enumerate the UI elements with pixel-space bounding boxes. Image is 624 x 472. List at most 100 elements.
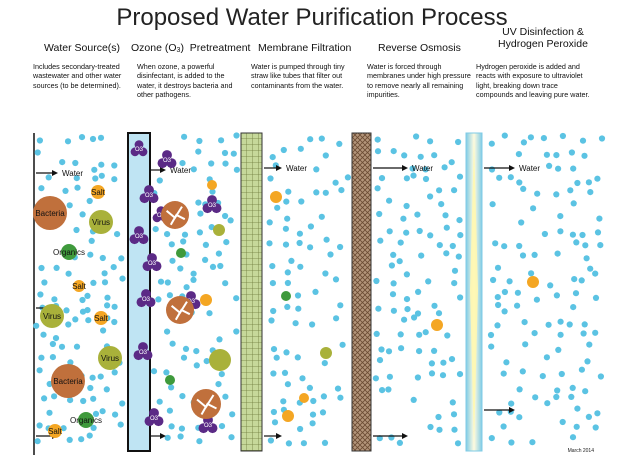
water-dot <box>501 288 508 296</box>
water-dot <box>555 346 562 353</box>
water-dot <box>487 331 495 339</box>
water-dot <box>285 440 292 447</box>
water-dot <box>544 400 551 407</box>
water-dot <box>203 358 210 365</box>
ozone-atom <box>138 234 149 245</box>
water-dot <box>416 331 423 338</box>
water-dot <box>581 152 588 159</box>
water-dot <box>422 329 429 336</box>
destroyed-bacteria <box>191 389 221 419</box>
water-dot <box>427 232 434 239</box>
salt-particle <box>431 319 443 331</box>
ozone-molecule: O3 <box>202 195 222 214</box>
water-dot <box>519 252 527 259</box>
water-dot <box>337 394 344 401</box>
water-dot <box>168 384 175 391</box>
water-dot <box>196 137 203 145</box>
water-dot <box>388 434 395 441</box>
ozone-atom <box>141 289 151 299</box>
page-title: Proposed Water Purification Process <box>116 4 508 31</box>
water-dot <box>403 229 410 236</box>
water-dot <box>570 304 577 311</box>
water-dot <box>209 263 217 270</box>
water-dot <box>388 262 395 269</box>
water-dot <box>578 366 586 373</box>
water-dot <box>527 134 535 141</box>
water-dot <box>229 411 236 418</box>
water-dot <box>553 191 560 198</box>
water-dot <box>568 149 576 156</box>
reverse-osmosis-membrane <box>351 132 372 452</box>
water-dot <box>156 177 163 184</box>
water-dot <box>443 224 450 231</box>
ozone-label: O3 <box>139 350 148 356</box>
water-dot <box>414 374 421 381</box>
water-dot <box>396 439 403 446</box>
water-dot <box>397 331 404 338</box>
water-dot <box>454 440 462 447</box>
crack-line <box>196 394 217 415</box>
water-dot <box>89 135 97 143</box>
water-dot <box>337 243 344 251</box>
water-dot <box>580 330 587 337</box>
water-molecules <box>33 132 606 447</box>
water-dot <box>396 258 403 265</box>
virus <box>98 346 122 370</box>
water-dot <box>592 329 599 336</box>
water-dot <box>60 425 67 432</box>
water-dot <box>586 341 593 348</box>
water-dot <box>431 347 438 354</box>
water-dot <box>322 189 329 196</box>
water-dot <box>334 385 342 392</box>
water-dot <box>34 438 41 445</box>
water-dot <box>92 175 99 182</box>
water-dot <box>267 437 274 444</box>
water-dot <box>292 320 299 327</box>
water-dot <box>415 288 422 295</box>
water-dot <box>322 270 329 277</box>
water-dot <box>376 435 383 442</box>
salt-particle <box>299 393 309 403</box>
desc-uv: Hydrogen peroxide is added and reacts wi… <box>476 62 590 99</box>
water-dot <box>333 315 340 322</box>
water-dot <box>592 294 600 301</box>
bacteria-label: Bacteria <box>35 209 65 218</box>
water-dot <box>155 296 162 303</box>
water-dot <box>51 296 58 303</box>
water-dot <box>501 132 508 139</box>
water-dot <box>112 411 119 418</box>
ozone-label: O3 <box>135 147 144 153</box>
water-dot <box>376 357 384 364</box>
water-dot <box>179 393 186 400</box>
water-dot <box>403 175 410 182</box>
water-dot <box>574 179 581 187</box>
water-dot <box>516 242 523 250</box>
water-dot <box>228 434 235 441</box>
water-dot <box>515 151 523 158</box>
ozone-atom <box>151 261 162 272</box>
water-dot <box>267 175 274 182</box>
water-dot <box>306 384 313 391</box>
water-dot <box>488 166 496 173</box>
water-dot <box>409 165 416 172</box>
virus <box>40 304 64 328</box>
water-dot <box>585 413 593 420</box>
water-dot <box>431 152 438 159</box>
ozone-molecule: O3 <box>198 415 218 434</box>
water-dot <box>221 149 229 157</box>
water-dot <box>385 348 393 355</box>
water-dot <box>233 132 240 139</box>
water-dot <box>299 375 306 382</box>
water-dot <box>386 228 393 235</box>
water-dot <box>111 162 118 169</box>
water-dot <box>217 262 224 270</box>
ozone-label: O3 <box>145 193 154 199</box>
water-dot <box>448 356 456 363</box>
water-dot <box>59 159 66 166</box>
uv-light-glow <box>470 140 478 445</box>
water-dot <box>440 359 447 366</box>
ozone-atom <box>153 416 164 427</box>
water-dot <box>62 187 69 194</box>
water-dot <box>99 254 106 262</box>
water-dot <box>372 375 379 382</box>
